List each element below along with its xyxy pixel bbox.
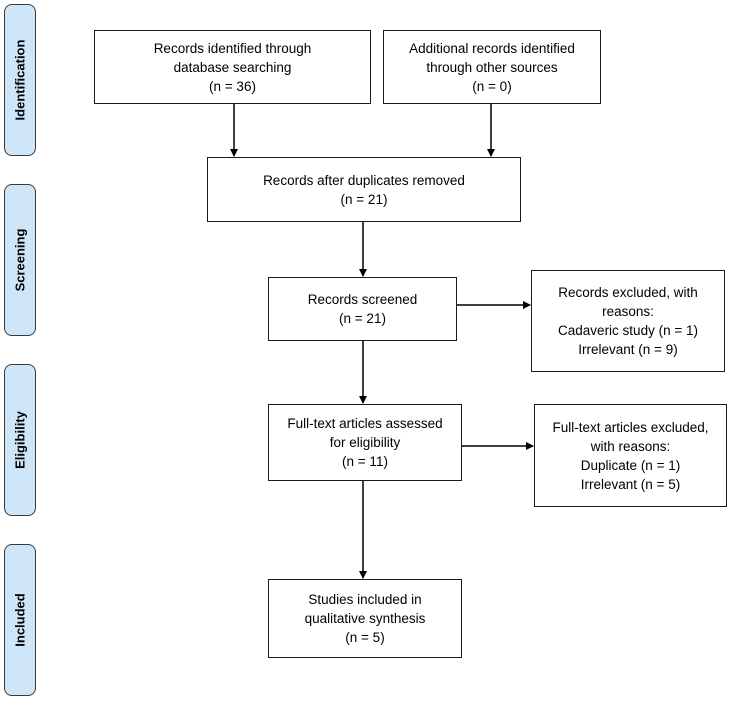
- box-text-line: (n = 36): [209, 78, 256, 94]
- phase-screening: Screening: [4, 184, 36, 336]
- fulltext-excluded-box: Full-text articles excluded, with reason…: [534, 404, 727, 507]
- box-text-line: Duplicate (n = 1): [580, 457, 681, 473]
- box-text-line: Studies included in: [308, 592, 422, 607]
- phase-eligibility: Eligibility: [4, 364, 36, 516]
- records-excluded-box: Records excluded, with reasons: Cadaveri…: [531, 270, 725, 372]
- fulltext-assessed-box: Full-text articles assessed for eligibil…: [268, 404, 462, 481]
- box-text-line: Records screened: [307, 292, 418, 307]
- box-text-line: Irrelevant (n = 5): [580, 476, 681, 492]
- other-sources-box: Additional records identified through ot…: [383, 30, 601, 104]
- box-text-line: reasons:: [602, 304, 654, 319]
- box-text-line: Records identified through: [153, 40, 312, 56]
- box-text-line: database searching: [173, 59, 292, 75]
- records-screened-box: Records screened (n = 21): [268, 277, 457, 341]
- box-text-line: qualitative synthesis: [304, 611, 426, 626]
- box-text-line: Irrelevant (n = 9): [578, 342, 678, 357]
- box-text-line: for eligibility: [329, 435, 401, 450]
- database-records-box: Records identified through database sear…: [94, 30, 371, 104]
- box-text-line: (n = 21): [339, 311, 386, 326]
- box-text-line: Full-text articles excluded,: [552, 419, 709, 435]
- box-text-line: Cadaveric study (n = 1): [558, 323, 698, 338]
- phase-identification: Identification: [4, 4, 36, 156]
- box-text-line: with reasons:: [590, 438, 671, 454]
- box-text-line: (n = 5): [345, 630, 385, 645]
- box-text-line: (n = 11): [342, 454, 388, 469]
- box-text-line: Records after duplicates removed: [263, 172, 465, 188]
- box-text-line: Records excluded, with: [558, 285, 698, 300]
- duplicates-removed-box: Records after duplicates removed (n = 21…: [207, 157, 521, 222]
- box-text-line: Additional records identified: [409, 40, 575, 56]
- studies-included-box: Studies included in qualitative synthesi…: [268, 579, 462, 658]
- box-text-line: through other sources: [426, 59, 558, 75]
- box-text-line: Full-text articles assessed: [287, 416, 443, 431]
- phase-included: Included: [4, 544, 36, 696]
- box-text-line: (n = 0): [472, 78, 512, 94]
- box-text-line: (n = 21): [340, 191, 388, 207]
